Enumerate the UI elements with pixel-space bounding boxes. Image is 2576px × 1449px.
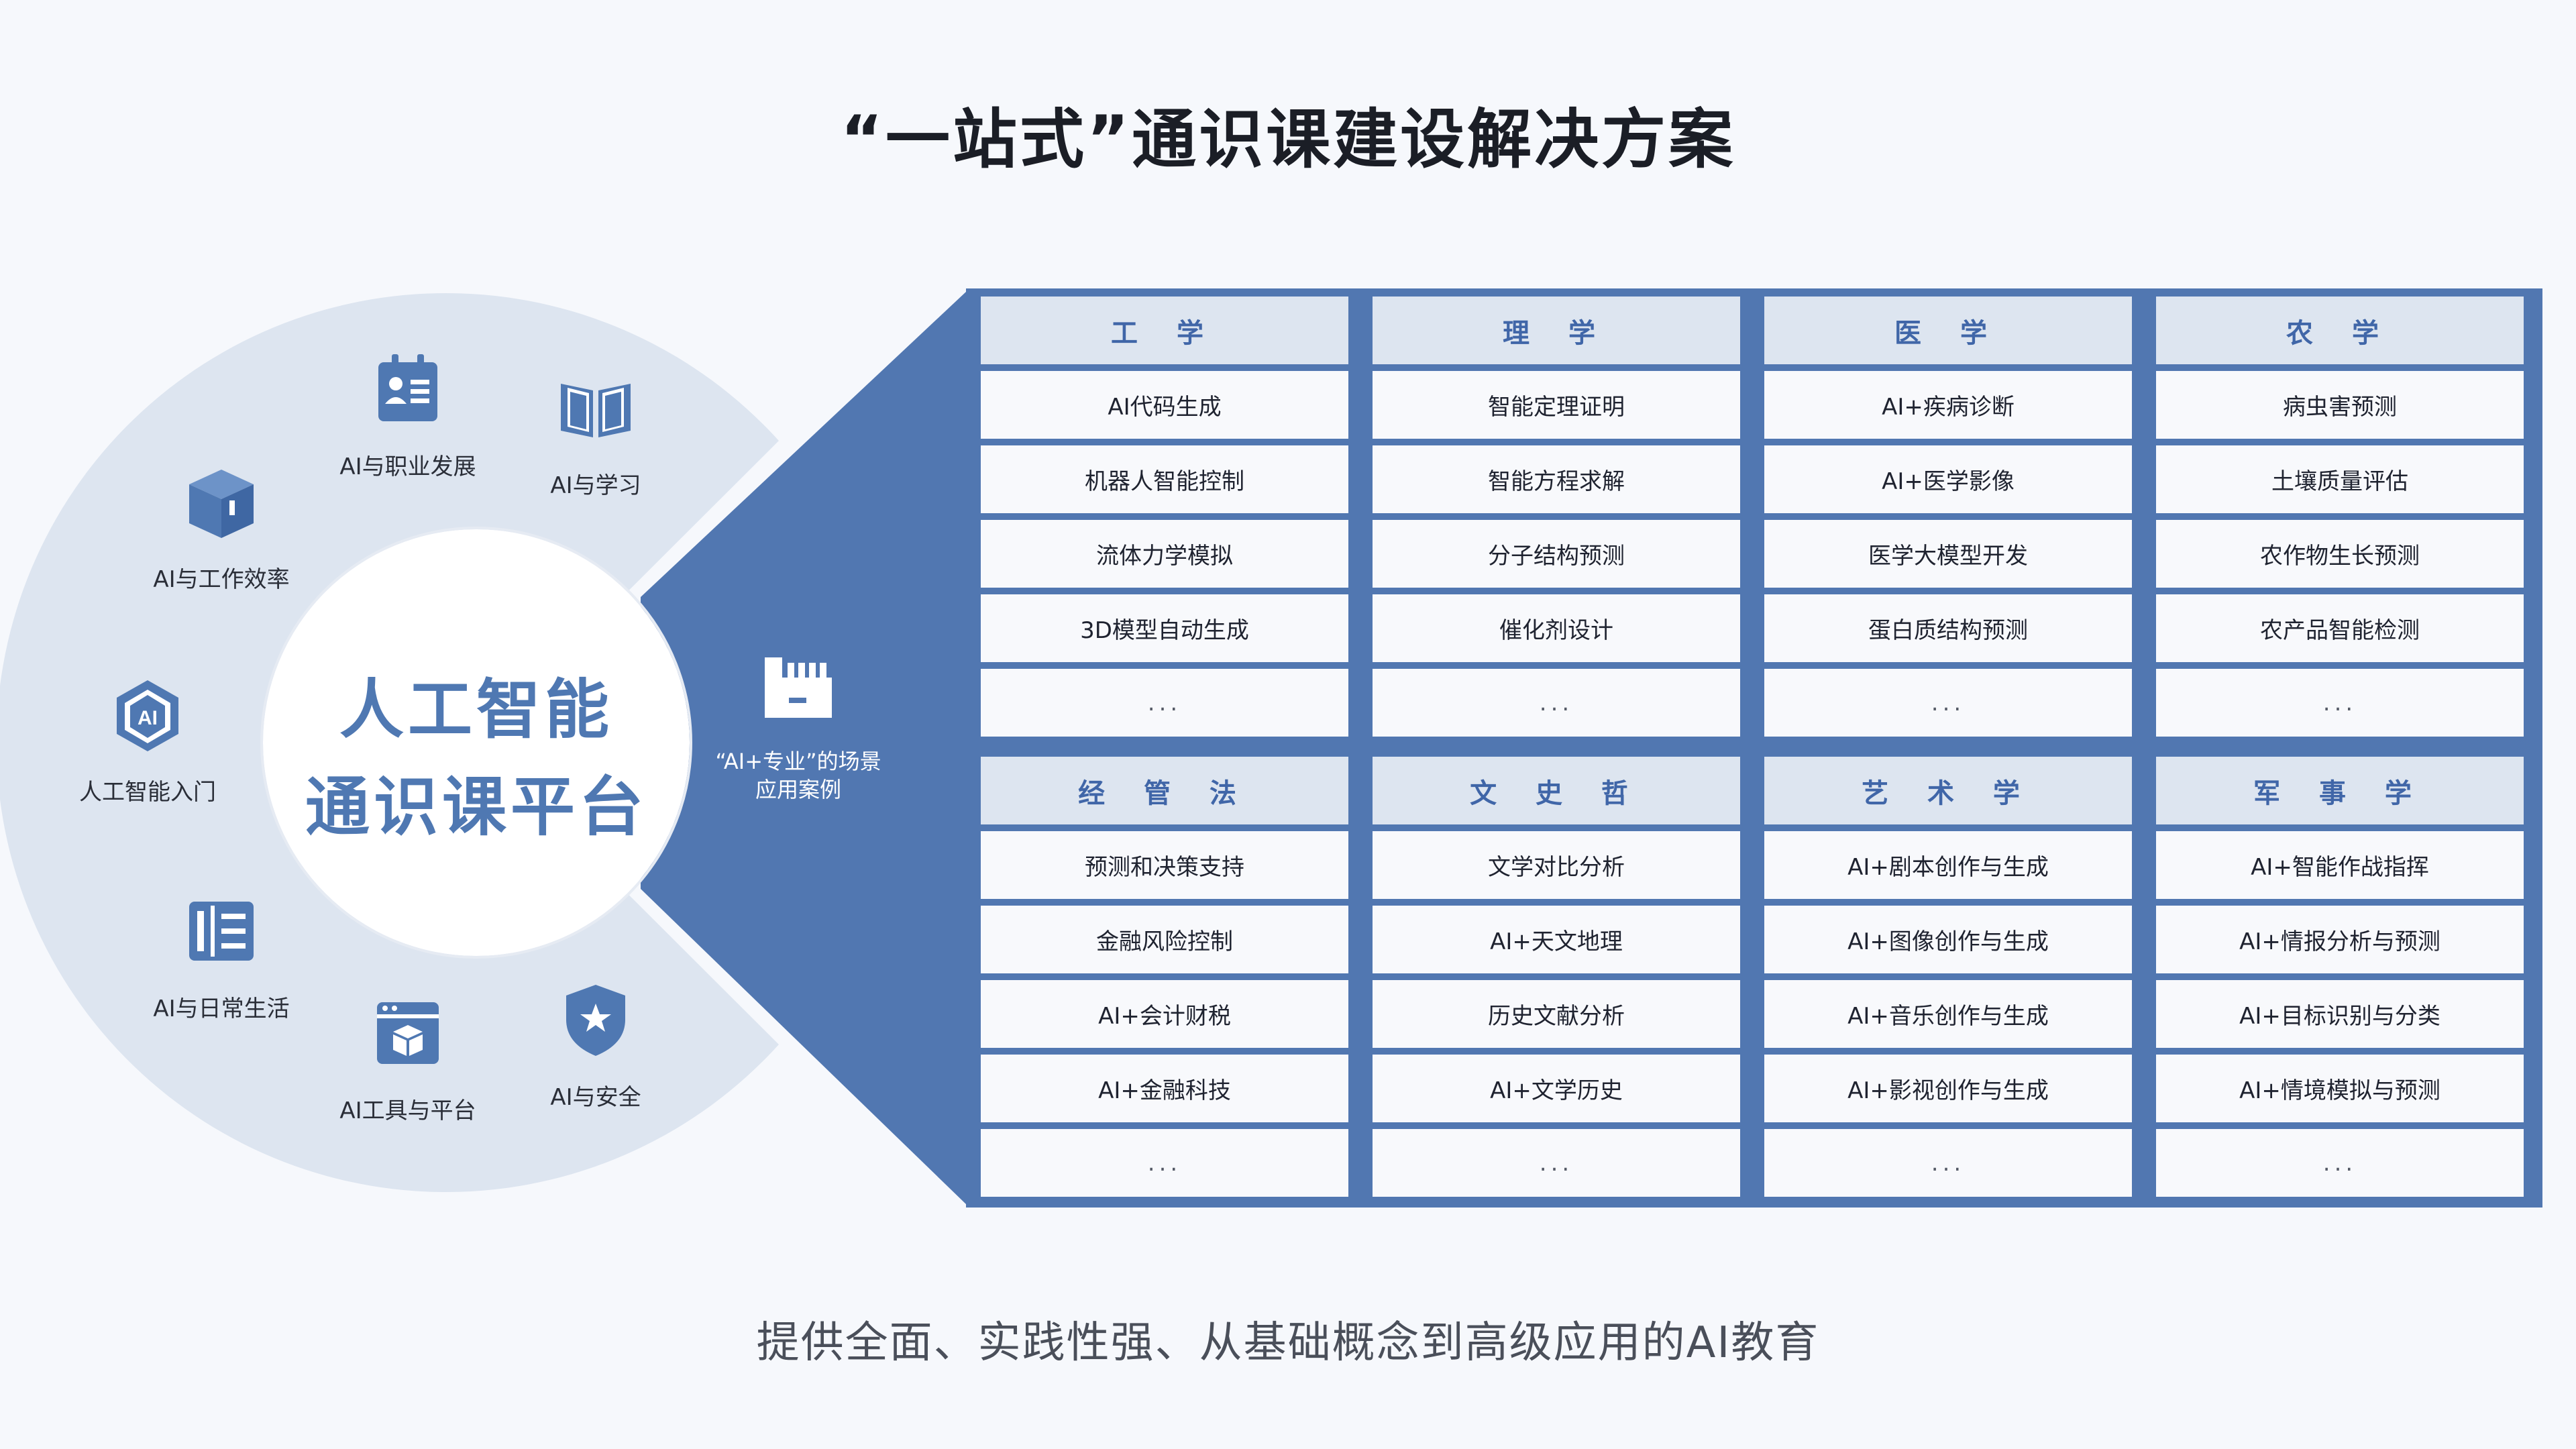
svg-text:AI: AI	[138, 707, 158, 729]
toolbox-icon	[368, 993, 448, 1073]
discipline-item: 流体力学模拟	[981, 520, 1348, 588]
discipline-item-more: ...	[2156, 1129, 2524, 1197]
discipline-item: AI+音乐创作与生成	[1764, 980, 2132, 1048]
discipline-item: 病虫害预测	[2156, 371, 2524, 439]
discipline-item: AI+文学历史	[1373, 1055, 1740, 1122]
discipline-item: 分子结构预测	[1373, 520, 1740, 588]
discipline-item: 医学大模型开发	[1764, 520, 2132, 588]
panel-icon	[181, 891, 262, 971]
discipline-item: AI+情境模拟与预测	[2156, 1055, 2524, 1122]
discipline-item: 农作物生长预测	[2156, 520, 2524, 588]
discipline-item: 金融风险控制	[981, 906, 1348, 973]
discipline-item: AI+影视创作与生成	[1764, 1055, 2132, 1122]
discipline-grid: 工 学 AI代码生成 机器人智能控制 流体力学模拟 3D模型自动生成 ... 理…	[966, 288, 2542, 1208]
scene-label-line1: “AI+专业”的场景	[715, 749, 881, 774]
module-label-career: AI与职业发展	[339, 453, 476, 480]
ai-badge-icon: AI	[107, 676, 188, 757]
discipline-header: 经 管 法	[981, 757, 1348, 824]
module-label-efficiency: AI与工作效率	[153, 566, 290, 593]
discipline-header: 军 事 学	[2156, 757, 2524, 824]
module-label-tools: AI工具与平台	[339, 1097, 476, 1124]
discipline-header: 工 学	[981, 297, 1348, 364]
discipline-item: AI+会计财税	[981, 980, 1348, 1048]
discipline-item: AI+图像创作与生成	[1764, 906, 2132, 973]
discipline-item: AI+情报分析与预测	[2156, 906, 2524, 973]
module-label-safety: AI与安全	[550, 1084, 641, 1111]
discipline-item: 土壤质量评估	[2156, 445, 2524, 513]
platform-circle	[263, 529, 690, 956]
discipline-item: AI代码生成	[981, 371, 1348, 439]
discipline-item: 智能定理证明	[1373, 371, 1740, 439]
connector-wedge	[641, 292, 966, 1204]
discipline-item-more: ...	[1373, 1129, 1740, 1197]
discipline-item: 文学对比分析	[1373, 831, 1740, 899]
module-label-learning: AI与学习	[550, 472, 641, 499]
discipline-header: 医 学	[1764, 297, 2132, 364]
open-book-icon	[555, 368, 636, 448]
discipline-item: AI+剧本创作与生成	[1764, 831, 2132, 899]
discipline-item: 3D模型自动生成	[981, 594, 1348, 662]
shield-icon	[555, 979, 636, 1060]
discipline-item-more: ...	[2156, 669, 2524, 737]
discipline-item: 农产品智能检测	[2156, 594, 2524, 662]
platform-title-line2: 通识课平台	[305, 769, 647, 845]
discipline-item: 历史文献分析	[1373, 980, 1740, 1048]
page-title: “一站式”通识课建设解决方案	[840, 102, 1736, 177]
discipline-item: AI+金融科技	[981, 1055, 1348, 1122]
id-card-icon	[368, 349, 448, 429]
discipline-item: 机器人智能控制	[981, 445, 1348, 513]
discipline-item: AI+智能作战指挥	[2156, 831, 2524, 899]
discipline-item: AI+疾病诊断	[1764, 371, 2132, 439]
factory-icon	[758, 644, 839, 724]
cube-icon	[181, 463, 262, 543]
page-subtitle: 提供全面、实践性强、从基础概念到高级应用的AI教育	[756, 1318, 1820, 1368]
discipline-item-more: ...	[981, 1129, 1348, 1197]
discipline-item: 催化剂设计	[1373, 594, 1740, 662]
discipline-item: AI+目标识别与分类	[2156, 980, 2524, 1048]
discipline-item: AI+医学影像	[1764, 445, 2132, 513]
module-label-daily: AI与日常生活	[153, 996, 290, 1022]
discipline-item: 预测和决策支持	[981, 831, 1348, 899]
module-label-intro: 人工智能入门	[79, 779, 216, 806]
discipline-header: 农 学	[2156, 297, 2524, 364]
discipline-header: 理 学	[1373, 297, 1740, 364]
discipline-item: 蛋白质结构预测	[1764, 594, 2132, 662]
discipline-item-more: ...	[981, 669, 1348, 737]
scene-label-line2: 应用案例	[755, 777, 841, 802]
discipline-header: 文 史 哲	[1373, 757, 1740, 824]
discipline-item-more: ...	[1764, 1129, 2132, 1197]
discipline-item-more: ...	[1373, 669, 1740, 737]
discipline-item: AI+天文地理	[1373, 906, 1740, 973]
discipline-item: 智能方程求解	[1373, 445, 1740, 513]
discipline-header: 艺 术 学	[1764, 757, 2132, 824]
platform-title-line1: 人工智能	[339, 672, 613, 747]
discipline-item-more: ...	[1764, 669, 2132, 737]
